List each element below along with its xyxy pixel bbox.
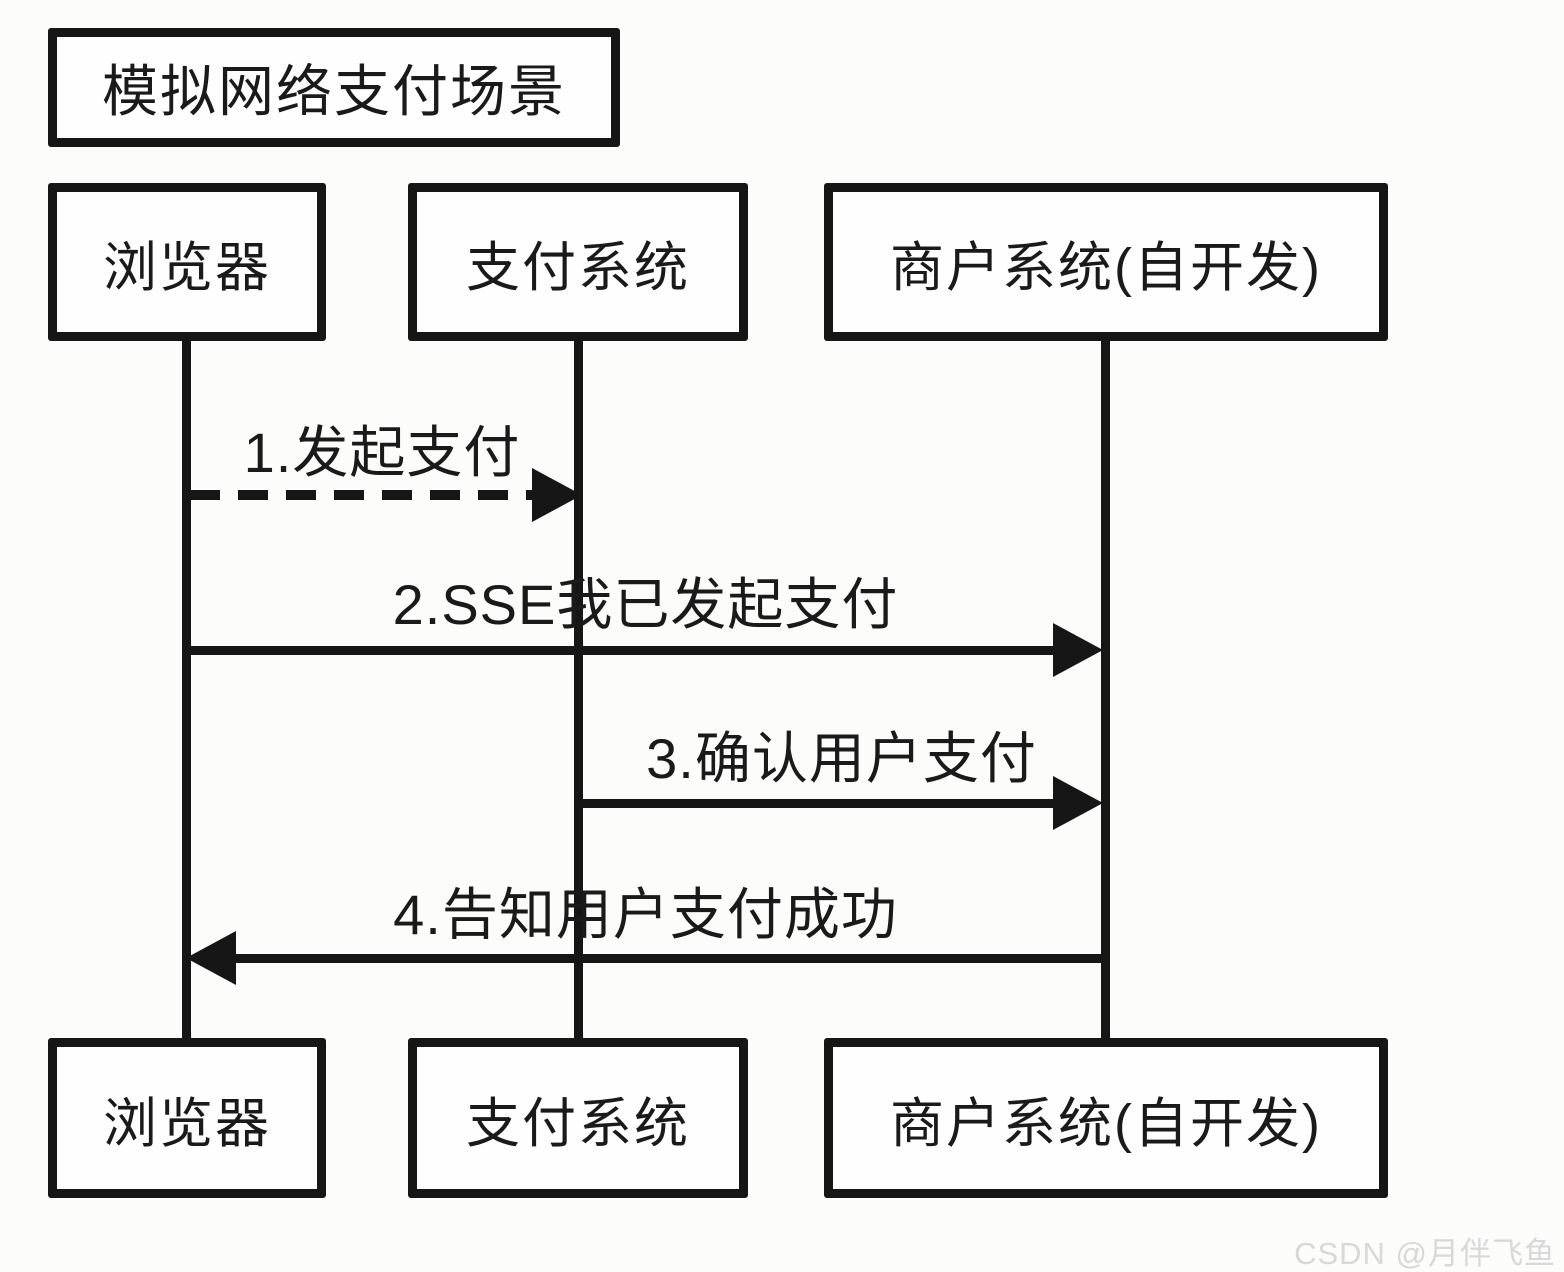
actor-box-payment-bottom: 支付系统	[408, 1038, 748, 1198]
message-2-arrow-line	[190, 646, 1057, 655]
watermark-text: CSDN @月伴飞鱼	[1294, 1236, 1556, 1271]
actor-box-merchant-top: 商户系统(自开发)	[824, 183, 1388, 341]
actor-box-merchant-bottom: 商户系统(自开发)	[824, 1038, 1388, 1198]
actor-label-browser-top: 浏览器	[103, 237, 271, 298]
actor-label-merchant-bottom: 商户系统(自开发)	[890, 1093, 1322, 1154]
message-2-label: 2.SSE我已发起支付	[392, 573, 899, 636]
actor-label-merchant-top: 商户系统(自开发)	[890, 237, 1322, 298]
message-4-arrow-line	[234, 954, 1105, 963]
actor-box-payment-top: 支付系统	[408, 183, 748, 341]
actor-label-browser-bottom: 浏览器	[103, 1093, 271, 1154]
diagram-title: 模拟网络支付场景	[102, 60, 566, 123]
message-2-arrowhead-right-icon	[1053, 623, 1103, 677]
diagram-title-box: 模拟网络支付场景	[48, 28, 620, 147]
message-3-label: 3.确认用户支付	[646, 727, 1037, 790]
message-1-arrowhead-right-icon	[532, 468, 582, 522]
message-1-label: 1.发起支付	[243, 421, 521, 484]
message-3-arrowhead-right-icon	[1053, 776, 1103, 830]
message-1-arrow-line	[190, 490, 534, 500]
lifeline-payment	[574, 338, 583, 1041]
message-4-label: 4.告知用户支付成功	[393, 883, 898, 946]
message-4-arrowhead-left-icon	[186, 931, 236, 985]
actor-label-payment-bottom: 支付系统	[466, 1093, 690, 1154]
message-3-arrow-line	[582, 799, 1057, 808]
actor-box-browser-bottom: 浏览器	[48, 1038, 326, 1198]
actor-box-browser-top: 浏览器	[48, 183, 326, 341]
actor-label-payment-top: 支付系统	[466, 237, 690, 298]
lifeline-merchant	[1101, 338, 1110, 1041]
lifeline-browser	[182, 338, 191, 1041]
